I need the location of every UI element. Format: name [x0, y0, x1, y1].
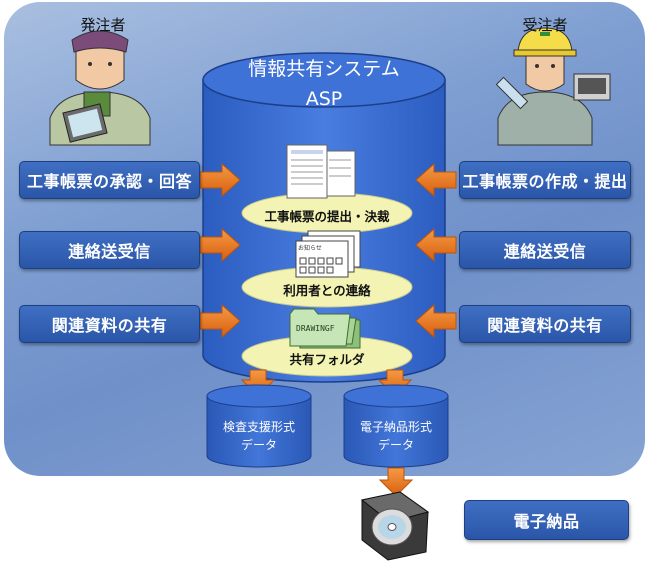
inspection-db-line1: 検査支援形式	[222, 420, 295, 434]
cd-icon	[360, 491, 430, 561]
notice-icon	[295, 230, 361, 278]
feature-label-folder: 共有フォルダ	[289, 352, 365, 367]
right-action-box-2: 連絡送受信	[459, 231, 631, 269]
feature-label-contact: 利用者との連絡	[283, 283, 371, 298]
feature-label-forms: 工事帳票の提出・決裁	[264, 209, 390, 224]
right-action-box-3: 関連資料の共有	[459, 305, 631, 343]
contractor-person-icon	[495, 27, 611, 146]
right-arrow-2	[415, 227, 457, 263]
left-action-box-3: 関連資料の共有	[19, 305, 200, 343]
system-title: 情報共有システム	[248, 58, 400, 80]
right-arrow-1	[415, 162, 457, 198]
left-arrow-2	[199, 227, 241, 263]
folder-icon	[289, 308, 361, 349]
left-arrow-3	[199, 303, 241, 339]
client-person-icon	[49, 30, 151, 146]
right-action-box-1: 工事帳票の作成・提出	[459, 161, 631, 199]
delivery-db-line1: 電子納品形式	[359, 420, 432, 434]
drawing-caption: DRAWINGF	[296, 324, 335, 333]
left-arrow-1	[199, 162, 241, 198]
documents-icon	[286, 144, 356, 199]
electronic-delivery-box: 電子納品	[464, 500, 629, 540]
inspection-db-line2: データ	[240, 438, 277, 452]
left-action-box-1: 工事帳票の承認・回答	[19, 161, 200, 199]
notice-caption: お知らせ	[298, 245, 322, 252]
inspection-db-label: 検査支援形式 データ	[204, 418, 314, 454]
system-subtitle: ASP	[305, 88, 343, 110]
down-arrow-disc	[378, 467, 414, 497]
client-label: 発注者	[80, 16, 126, 34]
delivery-db-label: 電子納品形式 データ	[341, 418, 451, 454]
delivery-cylinder	[343, 384, 449, 468]
delivery-db-line2: データ	[377, 438, 414, 452]
left-action-box-2: 連絡送受信	[19, 231, 200, 269]
inspection-cylinder	[206, 384, 312, 468]
right-arrow-3	[415, 303, 457, 339]
contractor-label: 受注者	[522, 16, 568, 34]
